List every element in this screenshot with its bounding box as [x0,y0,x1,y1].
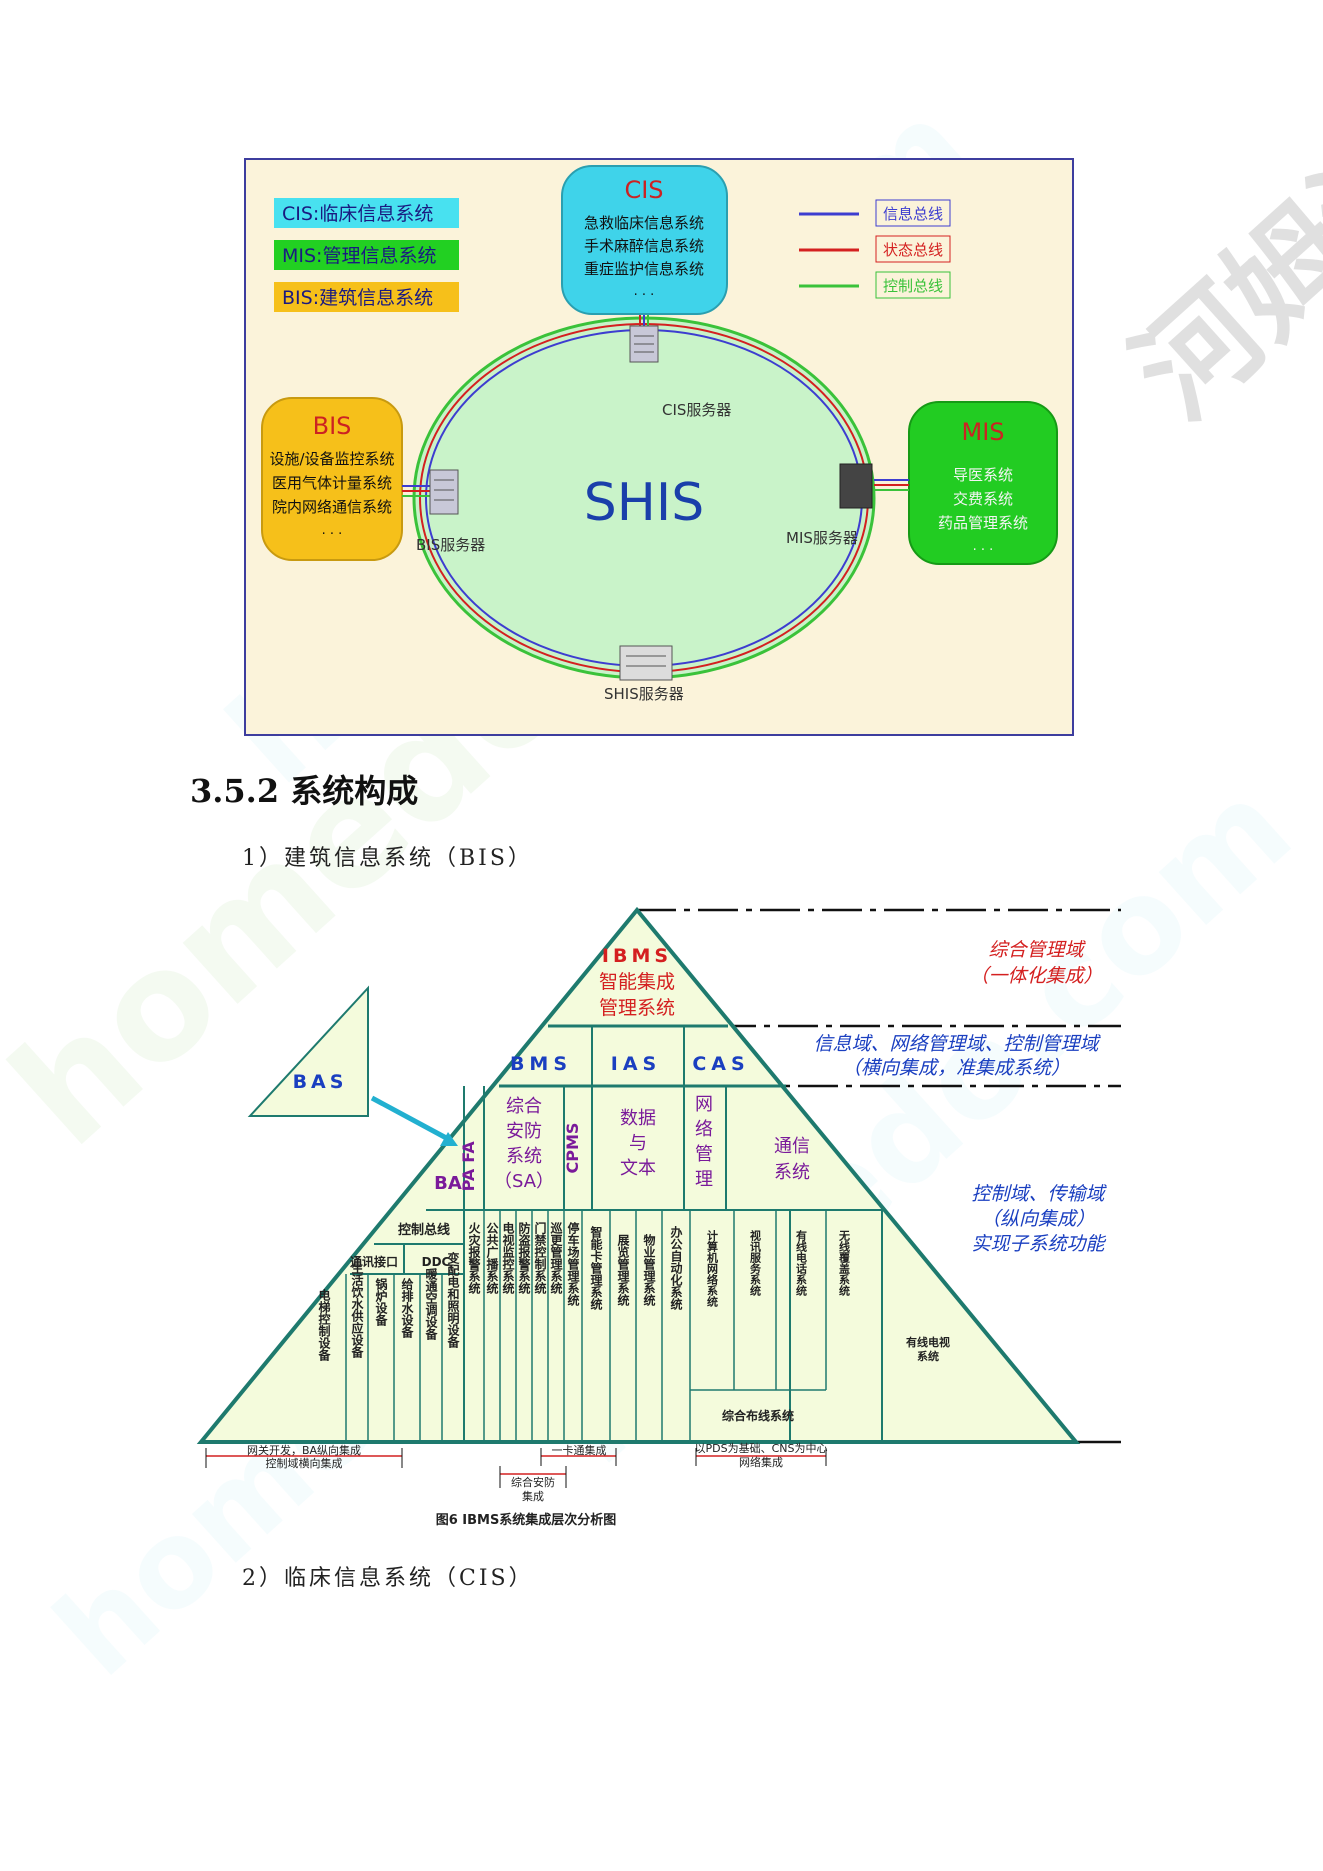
comm-port-label: 通讯接口 [350,1254,398,1269]
bis-line: 设施/设备监控系统 [269,450,394,468]
note-pds: 以PDS为基础、CNS为中心 [695,1442,828,1455]
mid-col-label: 智能卡管理系统 [589,1225,603,1311]
legend-mis: MIS:管理信息系统 [282,245,436,267]
bms-label: BMS [510,1053,572,1075]
cis-line: 重症监护信息系统 [584,260,704,278]
bis-line: · · · [322,527,343,542]
section-heading: 3.5.2 系统构成 [190,772,419,810]
bas-label: BAS [293,1071,348,1093]
data-text-label: 数据 [620,1108,656,1129]
network-label: 网 [695,1094,713,1115]
ba-col-label: 电梯控制设备 [317,1288,331,1362]
shis-architecture-figure: SHIS CIS:临床信息系统 MIS:管理信息系统 BIS:建筑信息系统 信息… [244,158,1074,736]
mis-line: 导医系统 [953,466,1013,484]
cabling-label: 综合布线系统 [722,1408,794,1423]
mis-title: MIS [961,418,1004,446]
ba-col-label: 暖通空调设备 [424,1267,438,1341]
domain-bottom: 控制域、传输域 [971,1183,1107,1205]
ba-col-label: 生活饮水供应设备 [350,1261,364,1359]
domain-mid: 信息域、网络管理域、控制管理域 [813,1033,1101,1055]
cas-col-label: 有线电话系统 [795,1229,808,1297]
cable-tv-label: 有线电视 [906,1335,950,1349]
mid-col-label: 防盗报警系统 [517,1221,531,1295]
sa-label: （SA） [494,1171,554,1192]
comm-label: 通信 [774,1136,810,1157]
network-label: 理 [695,1169,713,1190]
comm-label: 系统 [774,1162,810,1183]
legend-cis: CIS:临床信息系统 [282,203,433,225]
data-text-label: 与 [629,1133,647,1154]
ba-col-label: 变配电和照明设备 [446,1251,460,1349]
bis-title: BIS [313,412,352,440]
item-bis: 1）建筑信息系统（BIS） [242,846,533,871]
sa-label: 系统 [506,1146,542,1167]
sa-label: 安防 [506,1121,542,1142]
domain-top: （一体化集成） [969,965,1102,987]
ba-col-label: 锅炉设备 [374,1277,388,1327]
note-security: 综合安防 [511,1475,555,1489]
ibms-sub: 管理系统 [599,997,675,1019]
mid-col-label: 火灾报警系统 [467,1222,481,1295]
note-pds: 网络集成 [739,1455,783,1469]
mid-col-label: 物业管理系统 [642,1233,656,1307]
fa-label: FA [459,1141,478,1163]
domain-bottom: 实现子系统功能 [971,1233,1106,1255]
domain-mid: （横向集成，准集成系统） [842,1057,1070,1079]
bis-line: 院内网络通信系统 [272,498,392,516]
note-left: 控制域横向集成 [266,1456,343,1470]
cis-line: 手术麻醉信息系统 [584,237,704,255]
mid-col-label: 公共广播系统 [485,1222,499,1295]
network-label: 络 [695,1119,713,1140]
mid-col-label: 电视监控系统 [501,1221,515,1295]
bis-line: 医用气体计量系统 [272,474,392,492]
ddc-label: DDC [422,1255,451,1269]
mid-col-label: 停车场管理系统 [566,1221,580,1307]
note-security: 集成 [522,1489,544,1503]
bis-server-label: BIS服务器 [416,536,485,554]
note-card: 一卡通集成 [552,1443,607,1457]
mid-col-label: 办公自动化系统 [669,1225,683,1311]
cis-line: · · · [634,288,655,303]
mis-line: 交费系统 [953,490,1013,508]
legend-control-bus: 控制总线 [883,277,943,295]
mis-line: 药品管理系统 [938,514,1028,532]
cis-server-label: CIS服务器 [662,401,731,419]
item-cis: 2）临床信息系统（CIS） [242,1566,534,1591]
domain-top: 综合管理域 [988,939,1086,961]
note-left: 网关开发，BA纵向集成 [247,1443,361,1457]
ibms-pyramid-figure: BAS IBMS 智能集成 管理系统 BMS IAS CAS BA FA PA … [196,906,1121,1528]
mid-col-label: 门禁控制系统 [533,1221,547,1295]
data-text-label: 文本 [620,1158,656,1179]
domain-bottom: （纵向集成） [981,1208,1095,1230]
ibms-sub: 智能集成 [599,971,675,993]
mid-col-label: 展览管理系统 [616,1234,630,1307]
cas-col-label: 无线覆盖系统 [838,1230,852,1297]
ba-label: BA [434,1173,462,1194]
mid-col-label: 巡更管理系统 [549,1221,563,1295]
cable-tv-label: 系统 [917,1349,939,1363]
watermark: 河姆渡 [1109,100,1323,445]
legend-info-bus: 信息总线 [883,205,943,223]
shis-server-label: SHIS服务器 [604,685,684,703]
cis-title: CIS [624,176,663,204]
figure-caption: 图6 IBMS系统集成层次分析图 [436,1512,617,1528]
cpms-label: CPMS [563,1123,582,1174]
ibms-label: IBMS [602,945,672,967]
sa-label: 综合 [506,1096,542,1117]
cas-col-label: 视讯服务系统 [749,1229,762,1297]
ias-label: IAS [611,1053,661,1075]
ba-col-label: 给排水设备 [400,1277,414,1339]
legend-bis: BIS:建筑信息系统 [282,287,433,309]
control-bus-label: 控制总线 [398,1222,450,1238]
shis-center-label: SHIS [584,473,704,533]
cas-col-label: 计算机网络系统 [706,1229,720,1308]
cis-line: 急救临床信息系统 [584,214,704,232]
legend-status-bus: 状态总线 [883,241,943,259]
mis-server-label: MIS服务器 [786,529,858,547]
cas-label: CAS [692,1053,749,1075]
mis-line: · · · [973,543,994,558]
network-label: 管 [695,1144,713,1165]
pa-label: PA [459,1168,478,1191]
